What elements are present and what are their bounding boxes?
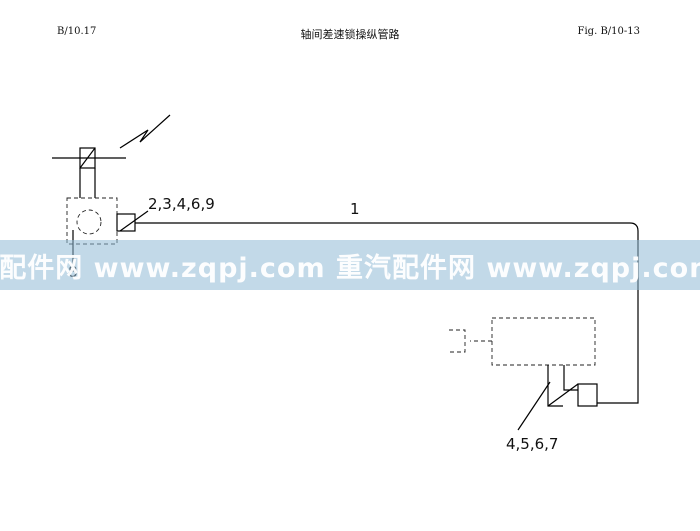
lightning-symbol: [119, 114, 171, 149]
cylinder-body: [491, 317, 596, 366]
elbow-inner: [563, 365, 578, 391]
watermark-text: 重汽配件网 www.zqpj.com 重汽配件网 www.zqpj.com 重: [0, 252, 700, 284]
leader-cylinder-parts: [517, 381, 551, 431]
label-pipe: 1: [350, 200, 360, 218]
leader-valve-parts: [119, 210, 149, 232]
elbow-port: [577, 383, 598, 407]
elbow-diagonal: [547, 383, 579, 407]
label-valve-parts: 2,3,4,6,9: [148, 195, 215, 213]
valve-body: [66, 197, 118, 245]
figure-number: Fig. B/10-13: [577, 26, 640, 37]
cylinder-rod-end: [449, 329, 466, 353]
label-cylinder-parts: 4,5,6,7: [506, 435, 558, 453]
figure-code: B/10.17: [57, 26, 97, 37]
watermark-banner: 重汽配件网 www.zqpj.com 重汽配件网 www.zqpj.com 重: [0, 240, 700, 290]
pipe-line: [135, 222, 639, 404]
diagram-title: 轴间差速锁操纵管路: [300, 28, 400, 41]
valve-circle: [76, 209, 102, 235]
